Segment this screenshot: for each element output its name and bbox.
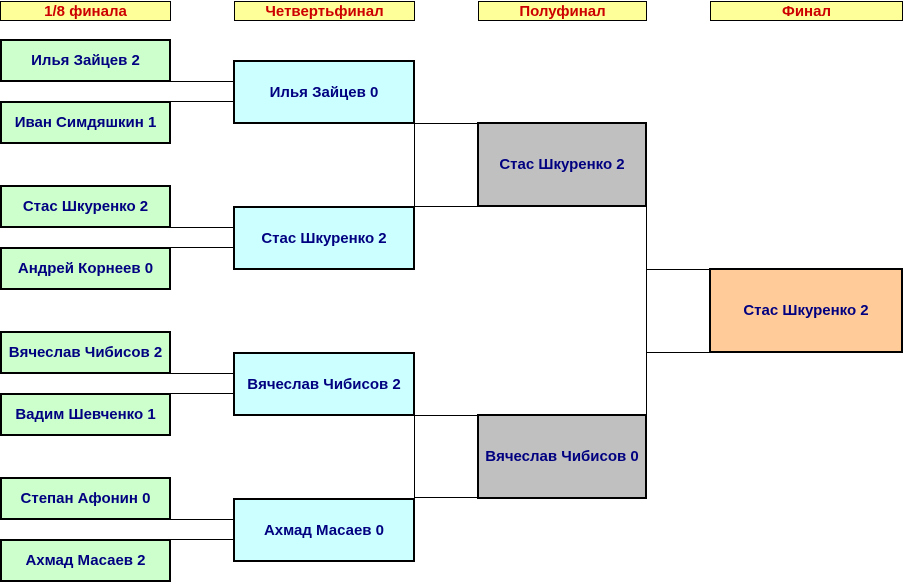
round16-player: Илья Зайцев 2	[0, 39, 171, 82]
semifinal-player: Стас Шкуренко 2	[477, 122, 647, 207]
header-semifinal: Полуфинал	[478, 1, 647, 21]
round16-player: Стас Шкуренко 2	[0, 185, 171, 228]
quarterfinal-player: Вячеслав Чибисов 2	[233, 352, 415, 416]
quarterfinal-player: Стас Шкуренко 2	[233, 206, 415, 270]
header-final: Финал	[710, 1, 903, 21]
final-winner: Стас Шкуренко 2	[709, 268, 903, 353]
round16-player: Вадим Шевченко 1	[0, 393, 171, 436]
round16-player: Иван Симдяшкин 1	[0, 101, 171, 144]
round16-player: Вячеслав Чибисов 2	[0, 331, 171, 374]
semifinal-player: Вячеслав Чибисов 0	[477, 414, 647, 499]
header-quarterfinal: Четвертьфинал	[234, 1, 415, 21]
quarterfinal-player: Илья Зайцев 0	[233, 60, 415, 124]
round16-player: Степан Афонин 0	[0, 477, 171, 520]
quarterfinal-player: Ахмад Масаев 0	[233, 498, 415, 562]
round16-player: Андрей Корнеев 0	[0, 247, 171, 290]
header-round16: 1/8 финала	[0, 1, 171, 21]
round16-player: Ахмад Масаев 2	[0, 539, 171, 582]
